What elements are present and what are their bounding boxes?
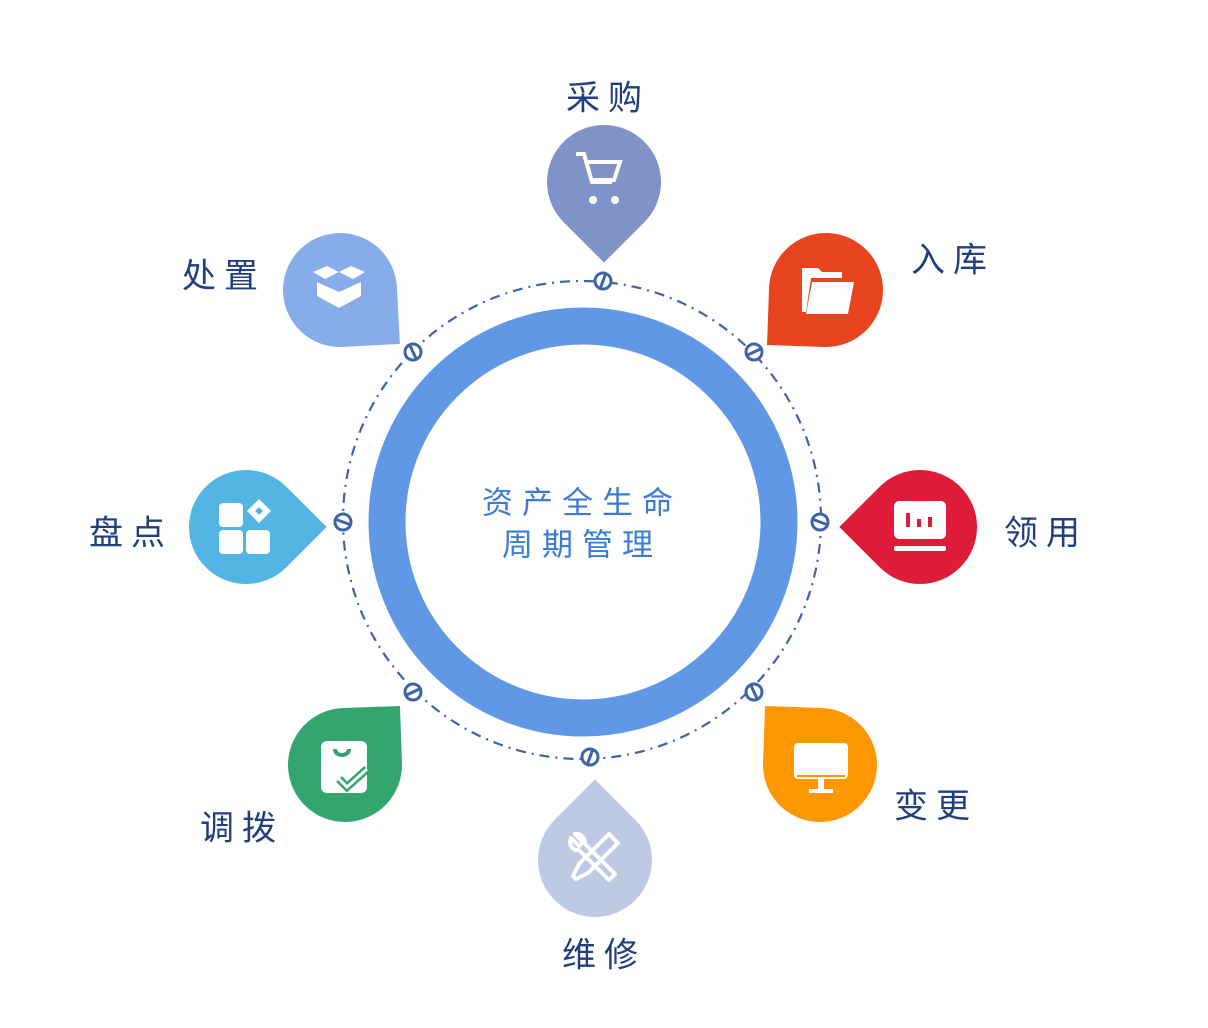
center-title-line2: 周期管理: [502, 527, 662, 564]
shopping-cart-icon: [574, 150, 634, 210]
stage-label-repair: 维修: [562, 935, 646, 976]
center-title-line1: 资产全生命: [482, 485, 682, 522]
orbit-marker: [333, 512, 353, 532]
orbit-marker: [403, 342, 423, 362]
orbit-marker: [744, 342, 764, 362]
folder-open-icon: [797, 262, 857, 322]
stage-label-inventory: 盘点: [89, 513, 173, 554]
orbit-marker: [403, 682, 423, 702]
stage-label-requisition: 领用: [1004, 513, 1088, 554]
dashboard-chart-icon: [890, 497, 950, 557]
orbit-marker: [810, 512, 830, 532]
orbit-marker: [580, 747, 600, 767]
monitor-icon: [791, 737, 851, 797]
stage-label-change: 变更: [894, 786, 978, 827]
orbit-marker: [744, 682, 764, 702]
stage-label-stock-in: 入库: [911, 240, 995, 281]
stage-label-purchase: 采购: [566, 78, 650, 119]
open-box-icon: [309, 258, 369, 318]
shopping-bag-check-icon: [315, 737, 375, 797]
tools-icon: [565, 828, 625, 888]
apps-grid-icon: [216, 497, 276, 557]
stage-label-transfer: 调拨: [200, 808, 284, 849]
stage-label-disposal: 处置: [182, 256, 266, 297]
center-ring: [368, 307, 798, 737]
orbit-marker: [593, 271, 613, 291]
